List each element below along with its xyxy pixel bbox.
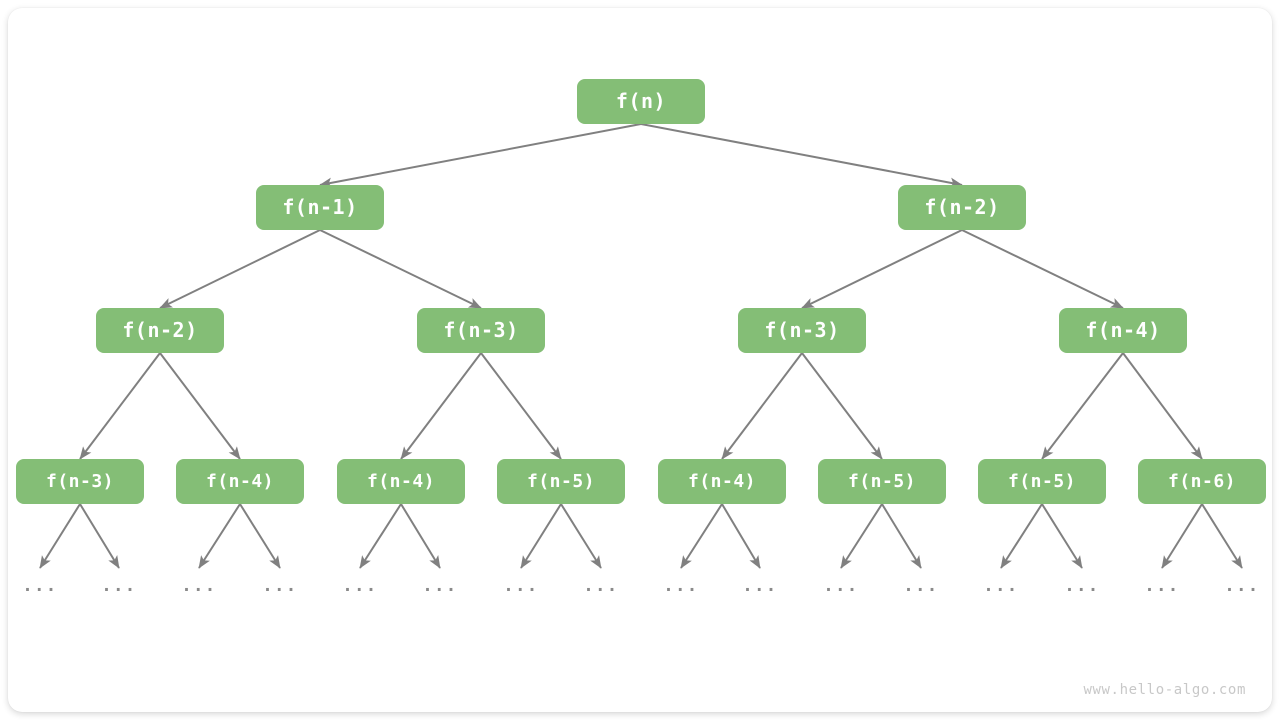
tree-ellipsis: ... [983,576,1019,596]
tree-ellipsis: ... [1144,576,1180,596]
tree-ellipsis: ... [262,576,298,596]
tree-ellipsis: ... [742,576,778,596]
tree-node: f(n-4) [658,458,786,504]
tree-ellipsis: ... [583,576,619,596]
tree-ellipsis: ... [181,576,217,596]
tree-ellipsis: ... [101,576,137,596]
tree-node: f(n-6) [1138,458,1266,504]
tree-ellipsis: ... [22,576,58,596]
tree-node: f(n-2) [96,307,224,353]
tree-node: f(n) [577,78,705,124]
tree-node: f(n-5) [978,458,1106,504]
tree-ellipsis: ... [823,576,859,596]
tree-ellipsis: ... [663,576,699,596]
tree-ellipsis: ... [1064,576,1100,596]
tree-node: f(n-5) [818,458,946,504]
tree-ellipsis: ... [1224,576,1260,596]
tree-ellipsis: ... [903,576,939,596]
tree-node: f(n-3) [16,458,144,504]
tree-node: f(n-4) [1059,307,1187,353]
tree-node: f(n-4) [337,458,465,504]
watermark: www.hello-algo.com [1083,682,1246,698]
tree-node: f(n-4) [176,458,304,504]
tree-ellipsis: ... [342,576,378,596]
tree-node: f(n-2) [898,184,1026,230]
tree-node: f(n-1) [256,184,384,230]
tree-ellipsis: ... [503,576,539,596]
tree-node: f(n-5) [497,458,625,504]
tree-ellipsis: ... [422,576,458,596]
tree-node: f(n-3) [738,307,866,353]
tree-node: f(n-3) [417,307,545,353]
